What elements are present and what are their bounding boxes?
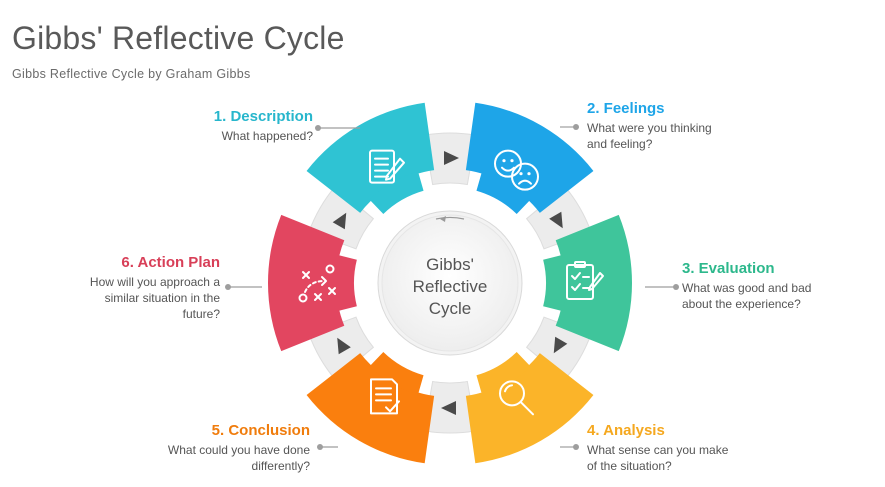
strategy-plan-icon [298, 264, 336, 303]
segment-analysis [465, 352, 594, 464]
magnifier-icon [499, 380, 534, 416]
stage-title: 6. Action Plan [121, 254, 220, 271]
segment-action-plan [268, 214, 357, 352]
emotion-faces-icon [494, 149, 539, 191]
arrow-icon [332, 212, 347, 230]
center-circle: Gibbs' Reflective Cycle [377, 210, 523, 356]
stage-desc: What happened? [221, 129, 313, 143]
stage-title: 4. Analysis [587, 422, 665, 439]
leader-description [315, 125, 360, 131]
stage-title: 5. Conclusion [211, 422, 310, 439]
center-line3: Cycle [429, 299, 472, 318]
leader-evaluation [645, 284, 679, 290]
checklist-icon [566, 261, 604, 300]
arrow-icon [337, 337, 351, 355]
arrow-icon [444, 151, 459, 165]
document-pen-icon [369, 149, 405, 184]
center-line1: Gibbs' [426, 255, 474, 274]
leader-analysis [560, 444, 579, 450]
cycle-arrow-icon [440, 216, 446, 222]
leader-action-plan [225, 284, 262, 290]
stage-title: 3. Evaluation [682, 260, 775, 277]
stage-label-description: 1. Description What happened? [93, 108, 313, 144]
segment-feelings [465, 102, 594, 214]
arrow-icon [553, 336, 568, 354]
document-check-icon [370, 378, 400, 415]
arrow-icon [441, 401, 456, 415]
stage-title: 1. Description [213, 108, 313, 125]
leader-conclusion [317, 444, 338, 450]
connector-analysis-to-conclusion [423, 380, 477, 434]
center-line2: Reflective [413, 277, 488, 296]
leader-feelings [560, 124, 579, 130]
stage-title: 2. Feelings [587, 100, 665, 117]
page-title: Gibbs' Reflective Cycle [12, 20, 345, 56]
page-subtitle: Gibbs Reflective Cycle by Graham Gibbs [12, 67, 251, 81]
arrow-icon [549, 211, 563, 229]
